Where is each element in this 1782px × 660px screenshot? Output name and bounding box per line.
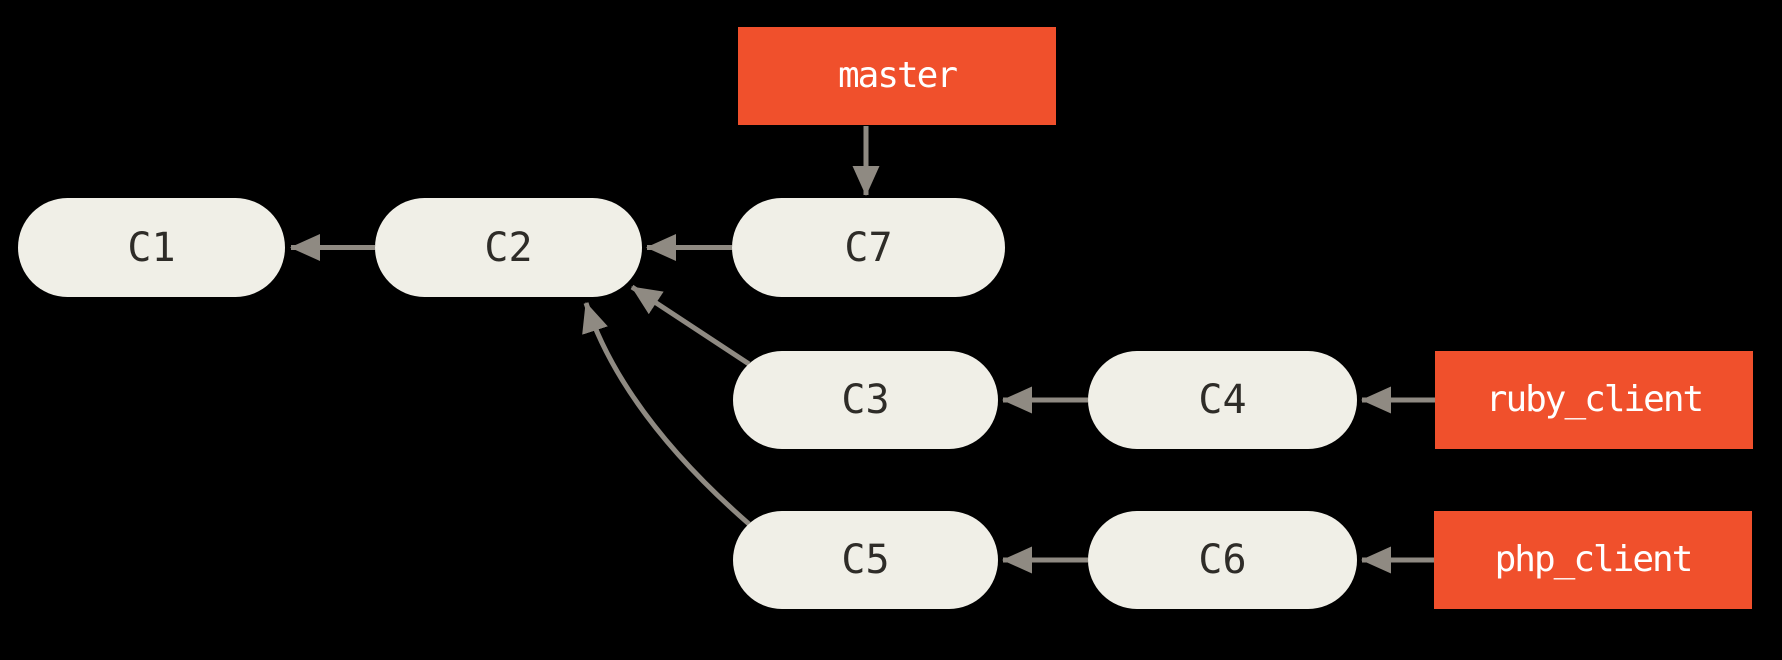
commit-node-c7: C7 [732, 198, 1005, 297]
branch-label-php-client: php_client [1434, 511, 1752, 609]
commit-node-c6: C6 [1088, 511, 1357, 609]
commit-node-c4: C4 [1088, 351, 1357, 449]
commit-label-c6: C6 [1198, 537, 1247, 583]
branch-label-php-client-text: php_client [1494, 539, 1694, 580]
branch-label-ruby-client-text: ruby_client [1485, 379, 1704, 420]
commit-label-c4: C4 [1198, 377, 1247, 423]
branch-label-master-text: master [837, 55, 958, 96]
branch-label-master: master [738, 27, 1056, 125]
commit-node-c1: C1 [18, 198, 285, 297]
commit-label-c2: C2 [484, 224, 533, 271]
commit-label-c5: C5 [841, 537, 890, 583]
commit-node-c5: C5 [733, 511, 998, 609]
commit-label-c7: C7 [844, 224, 893, 271]
edge-c5-to-c2 [582, 302, 751, 526]
branch-label-ruby-client: ruby_client [1435, 351, 1753, 449]
commit-label-c1: C1 [127, 224, 176, 271]
commit-node-c2: C2 [375, 198, 642, 297]
edge-c3-to-c2 [630, 284, 751, 367]
commit-node-c3: C3 [733, 351, 998, 449]
commit-label-c3: C3 [841, 377, 890, 423]
